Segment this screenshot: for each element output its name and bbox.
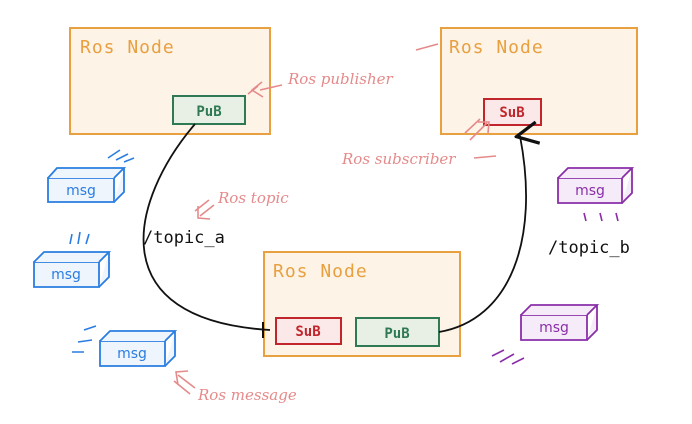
topic-a-connection bbox=[142, 123, 271, 331]
motion-lines-icon bbox=[69, 231, 90, 245]
message-label: msg bbox=[66, 183, 96, 199]
topic-b-label: /topic_b bbox=[548, 238, 630, 258]
node-title: Ros Node bbox=[80, 37, 175, 58]
subscriber-port-label: SuB bbox=[499, 105, 524, 121]
message-label: msg bbox=[51, 267, 81, 283]
message-blue-1: msg bbox=[47, 149, 135, 203]
annotation-connector bbox=[473, 155, 497, 159]
annotation-publisher: Ros publisher bbox=[247, 43, 439, 98]
node-title: Ros Node bbox=[449, 37, 544, 58]
message-purple-1: msg bbox=[557, 167, 635, 222]
motion-lines-icon bbox=[583, 212, 619, 222]
node-title: Ros Node bbox=[273, 261, 368, 282]
motion-lines-icon bbox=[107, 149, 135, 163]
message-blue-2: msg bbox=[33, 231, 112, 288]
message-label: msg bbox=[117, 346, 147, 362]
topic-a-label: /topic_a bbox=[143, 228, 225, 248]
annotation-arrow-icon bbox=[194, 199, 215, 220]
message-purple-2: msg bbox=[491, 304, 600, 365]
publisher-port-label: PuB bbox=[384, 326, 409, 342]
message-label: msg bbox=[575, 183, 605, 199]
topic-b-connection bbox=[438, 136, 526, 333]
publisher-port bbox=[355, 317, 440, 347]
annotation-publisher-label: Ros publisher bbox=[287, 70, 393, 88]
subscriber-port-label: SuB bbox=[295, 324, 320, 340]
ros-node-bottom: Ros Node SuB PuB bbox=[263, 251, 461, 357]
annotation-subscriber: Ros subscriber bbox=[341, 118, 497, 168]
message-label: msg bbox=[539, 320, 569, 336]
motion-lines-icon bbox=[72, 325, 97, 353]
subscriber-port bbox=[483, 98, 542, 126]
publisher-port bbox=[172, 95, 246, 125]
message-blue-3: msg bbox=[72, 325, 178, 367]
annotation-arrow-icon bbox=[173, 370, 196, 395]
annotation-message-label: Ros message bbox=[197, 386, 297, 404]
annotation-connector bbox=[415, 43, 439, 51]
annotation-topic: Ros topic bbox=[194, 189, 289, 220]
annotation-arrow-icon bbox=[247, 81, 283, 98]
motion-lines-icon bbox=[491, 349, 525, 365]
publisher-port-label: PuB bbox=[196, 104, 221, 120]
annotation-subscriber-label: Ros subscriber bbox=[341, 150, 456, 168]
ros-node-top-right: Ros Node SuB bbox=[440, 27, 638, 135]
subscriber-port bbox=[275, 317, 342, 345]
annotation-topic-label: Ros topic bbox=[217, 189, 289, 207]
annotation-arrow-icon bbox=[464, 118, 490, 141]
ros-node-top-left: Ros Node PuB bbox=[69, 27, 271, 135]
annotation-message: Ros message bbox=[173, 370, 297, 404]
